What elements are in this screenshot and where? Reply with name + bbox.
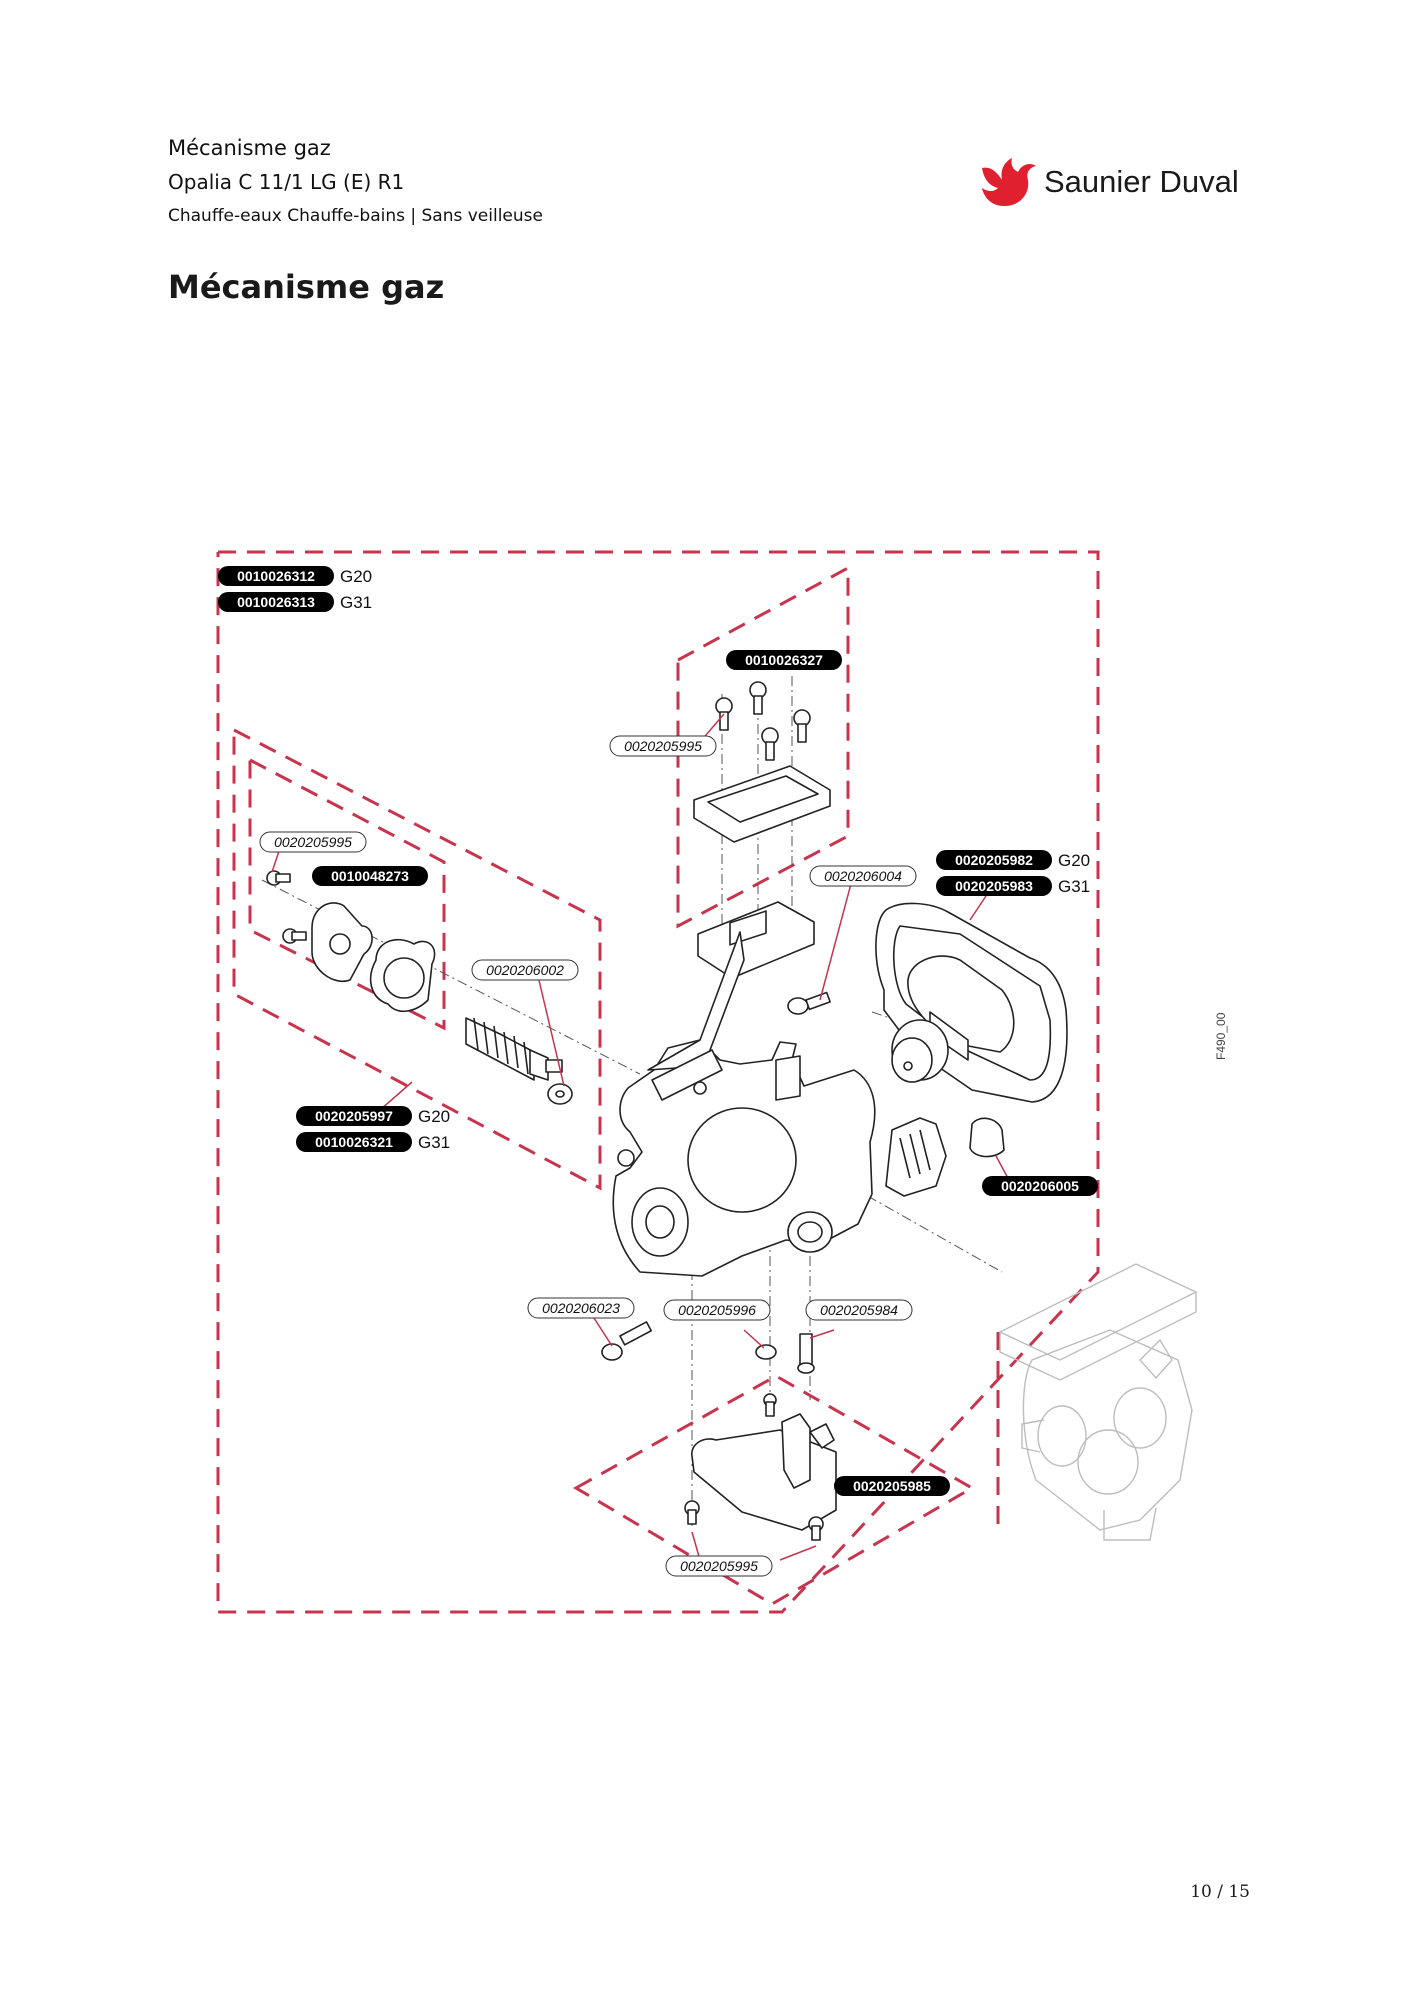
svg-text:0010026321: 0010026321	[315, 1134, 393, 1150]
svg-text:0020205996: 0020205996	[678, 1302, 756, 1318]
label-screw-6023: 0020206023	[527, 1297, 635, 1319]
label-motor-g20: 0020205982 G20	[936, 850, 1090, 870]
svg-text:0010048273: 0010048273	[331, 868, 409, 884]
svg-text:G20: G20	[418, 1107, 450, 1126]
svg-text:G31: G31	[1058, 877, 1090, 896]
upper-plate	[697, 901, 815, 979]
svg-text:0010026327: 0010026327	[745, 652, 823, 668]
label-cap: 0020206005	[982, 1176, 1098, 1196]
svg-text:G20: G20	[1058, 851, 1090, 870]
outer-kit-outline	[216, 550, 1100, 1614]
label-nut-5996: 0020205996	[663, 1299, 771, 1321]
svg-text:0020206002: 0020206002	[486, 962, 564, 978]
svg-text:0020205985: 0020205985	[853, 1478, 931, 1494]
gas-motor	[875, 902, 1068, 1103]
svg-text:G20: G20	[340, 567, 372, 586]
nut-5996-part	[755, 1344, 777, 1360]
label-top-g31: 0010026313 G31	[218, 592, 372, 612]
svg-text:0020206005: 0020206005	[1001, 1178, 1079, 1194]
svg-text:0020206023: 0020206023	[542, 1300, 620, 1316]
svg-text:0020205995: 0020205995	[274, 834, 352, 850]
header-section: Mécanisme gaz	[168, 136, 331, 160]
svg-text:0020205983: 0020205983	[955, 878, 1033, 894]
label-left-g20: 0020205997 G20	[296, 1106, 450, 1126]
label-micro: 0020205985	[834, 1476, 950, 1496]
microswitch	[684, 1393, 837, 1541]
upper-kit-outline	[676, 565, 850, 929]
context-assembly	[998, 1263, 1198, 1541]
label-screw-5984: 0020205984	[805, 1299, 913, 1321]
svg-text:0020206004: 0020206004	[824, 868, 902, 884]
upper-screws	[715, 681, 811, 761]
screw-6023-part	[601, 1321, 652, 1361]
figure-reference: F490_00	[1214, 1012, 1228, 1060]
label-top-g20: 0010026312 G20	[218, 566, 372, 586]
page-title: Mécanisme gaz	[168, 268, 445, 306]
brand-logo: Saunier Duval	[978, 154, 1258, 214]
left-screws	[266, 870, 307, 944]
svg-text:0010026313: 0010026313	[237, 594, 315, 610]
cap-part	[969, 1117, 1005, 1158]
svg-text:0020205995: 0020205995	[680, 1558, 758, 1574]
gas-valve-body	[612, 931, 947, 1277]
brand-name: Saunier Duval	[1044, 164, 1239, 199]
spring	[465, 1017, 563, 1081]
header-model: Opalia C 11/1 LG (E) R1	[168, 170, 405, 194]
svg-text:G31: G31	[340, 593, 372, 612]
svg-text:0020205997: 0020205997	[315, 1108, 393, 1124]
svg-text:G31: G31	[418, 1133, 450, 1152]
upper-gasket	[693, 765, 831, 843]
page-number: 10 / 15	[1190, 1882, 1250, 1902]
label-screw-6004: 0020206004	[809, 865, 917, 887]
svg-text:0020205982: 0020205982	[955, 852, 1033, 868]
label-left-kit: 0010048273	[312, 866, 428, 886]
bird-logo-icon	[982, 158, 1036, 206]
label-screw-bottom: 0020205995	[665, 1555, 773, 1577]
label-spring: 0020206002	[471, 959, 579, 981]
label-screw-upper: 0020205995	[609, 735, 717, 757]
label-left-g31: 0010026321 G31	[296, 1132, 450, 1152]
left-inner-kit-outline	[248, 757, 446, 1031]
svg-text:0020205995: 0020205995	[624, 738, 702, 754]
left-kit-outline	[232, 727, 602, 1191]
label-upper-kit: 0010026327	[726, 650, 842, 670]
svg-text:0010026312: 0010026312	[237, 568, 315, 584]
label-motor-g31: 0020205983 G31	[936, 876, 1090, 896]
label-screw-left: 0020205995	[259, 831, 367, 853]
screw-6004-part	[787, 991, 831, 1015]
header-category: Chauffe-eaux Chauffe-bains | Sans veille…	[168, 206, 543, 226]
screw-5984-part	[797, 1333, 815, 1374]
svg-text:0020205984: 0020205984	[820, 1302, 898, 1318]
